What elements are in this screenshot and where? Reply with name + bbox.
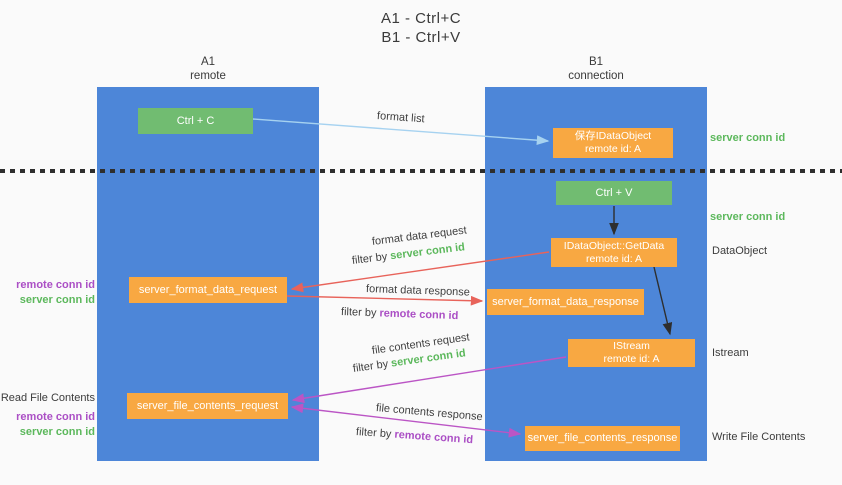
label-server-conn-id-mid-right: server conn id — [710, 211, 786, 223]
node-istream-line1: IStream — [613, 340, 650, 352]
node-server-format-data-response: server_format_data_response — [487, 289, 644, 315]
title-line-ctrl-v: B1 - Ctrl+V — [381, 29, 461, 46]
label-remote-conn-id-2: remote conn id — [16, 411, 95, 423]
label-fdresp-filter-prefix: filter by — [340, 306, 380, 320]
label-server-conn-id-2: server conn id — [19, 426, 95, 438]
column-b1-id: B1 — [588, 56, 604, 68]
session-divider-dotted-line — [0, 169, 842, 173]
column-header-a1: A1 remote — [97, 55, 319, 83]
arrow-format-list — [252, 118, 550, 146]
node-server-format-data-request: server_format_data_request — [129, 277, 287, 303]
label-istream: Istream — [712, 347, 749, 359]
label-server-conn-id-1: server conn id — [19, 294, 95, 306]
node-save-idataobject-line1: 保存IDataObject — [574, 130, 652, 142]
label-server-conn-id-top-right: server conn id — [710, 132, 786, 144]
node-file-request-label: server_file_contents_request — [136, 399, 279, 412]
node-server-file-contents-response: server_file_contents_response — [525, 426, 680, 451]
arrow-format-data-response — [286, 295, 484, 306]
column-b1-name: connection — [568, 70, 624, 82]
arrow-file-contents-request — [291, 356, 567, 404]
node-getdata-line1: IDataObject::GetData — [563, 239, 665, 252]
arrow-file-contents-response — [290, 403, 522, 438]
label-write-file-contents: Write File Contents — [712, 431, 806, 443]
node-save-idataobject: 保存IDataObject remote id: A — [553, 128, 673, 158]
diagram-title: A1 - Ctrl+C B1 - Ctrl+V — [0, 9, 842, 47]
column-header-b1: B1 connection — [485, 55, 707, 83]
column-a1-id: A1 — [200, 56, 216, 68]
column-a1-name: remote — [190, 70, 226, 82]
label-dataobject: DataObject — [712, 245, 768, 257]
node-format-response-label: server_format_data_response — [492, 295, 639, 308]
title-line-ctrl-c: A1 - Ctrl+C — [380, 10, 462, 27]
node-save-idataobject-line2: remote id: A — [584, 143, 642, 155]
node-file-response-label: server_file_contents_response — [527, 432, 678, 444]
node-istream: IStream remote id: A — [568, 339, 695, 367]
node-istream-line2: remote id: A — [603, 353, 660, 365]
node-getdata-line2: remote id: A — [585, 252, 643, 265]
arrow-format-data-request — [290, 251, 550, 293]
node-server-file-contents-request: server_file_contents_request — [127, 393, 288, 419]
node-ctrl-c: Ctrl + C — [138, 108, 253, 134]
node-ctrl-c-label: Ctrl + C — [176, 114, 215, 127]
node-ctrl-v: Ctrl + V — [556, 181, 672, 205]
node-format-request-label: server_format_data_request — [138, 283, 278, 296]
label-read-file-contents: Read File Contents — [0, 392, 95, 404]
label-remote-conn-id-1: remote conn id — [16, 279, 95, 291]
arrow-getdata-to-istream — [653, 266, 673, 336]
node-ctrl-v-label: Ctrl + V — [595, 186, 633, 199]
node-idataobject-getdata: IDataObject::GetData remote id: A — [551, 238, 677, 267]
